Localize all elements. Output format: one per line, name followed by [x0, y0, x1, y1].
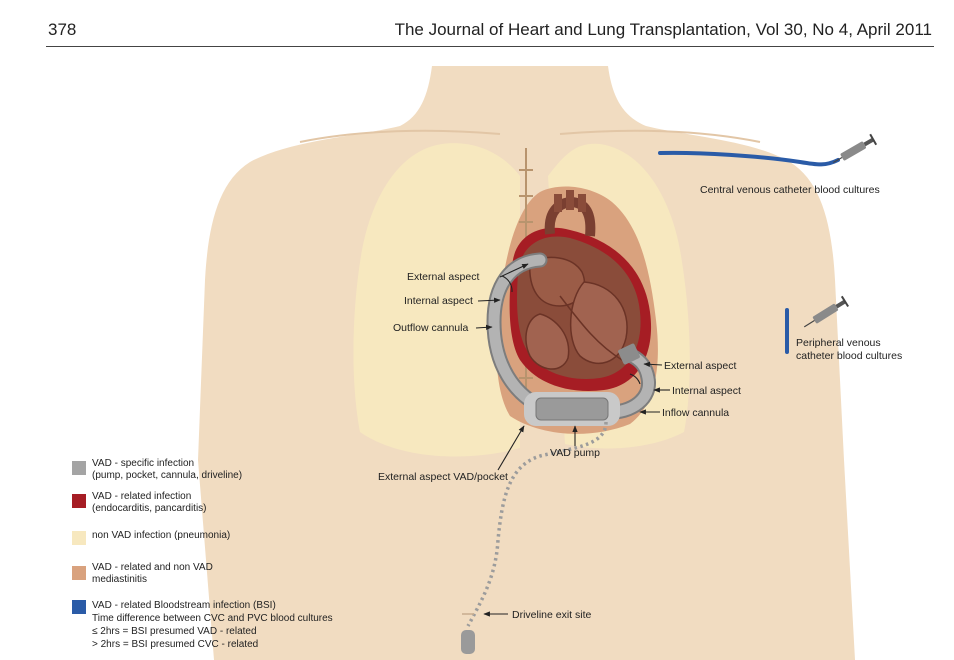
- label-driveline-exit: Driveline exit site: [512, 609, 592, 621]
- legend-text: non VAD infection (pneumonia): [92, 530, 230, 541]
- legend-text: VAD - specific infection: [92, 458, 194, 469]
- label-pocket: External aspect VAD/pocket: [378, 471, 508, 483]
- label-inflow-internal: Internal aspect: [672, 385, 741, 397]
- label-outflow-external: External aspect: [407, 271, 479, 283]
- legend-swatch: [72, 494, 86, 508]
- legend-text: ≤ 2hrs = BSI presumed VAD - related: [92, 626, 257, 637]
- label-outflow-internal: Internal aspect: [404, 295, 473, 307]
- legend-text: (endocarditis, pancarditis): [92, 503, 207, 514]
- legend-text: > 2hrs = BSI presumed CVC - related: [92, 639, 258, 650]
- driveline-connector: [461, 630, 475, 654]
- legend-text: (pump, pocket, cannula, driveline): [92, 470, 242, 481]
- label-inflow-cannula: Inflow cannula: [662, 407, 729, 419]
- legend-swatch: [72, 566, 86, 580]
- legend-swatch: [72, 461, 86, 475]
- label-outflow-cannula: Outflow cannula: [393, 322, 468, 334]
- legend-text: Time difference between CVC and PVC bloo…: [92, 613, 333, 624]
- vad-pump-body: [536, 398, 608, 420]
- label-pvc-line1: Peripheral venous: [796, 337, 881, 349]
- label-pvc-line2: catheter blood cultures: [796, 350, 902, 362]
- legend-text: mediastinitis: [92, 574, 147, 585]
- label-inflow-external: External aspect: [664, 360, 736, 372]
- cvc-syringe: [830, 134, 876, 167]
- legend-text: VAD - related and non VAD: [92, 562, 213, 573]
- legend-text: VAD - related infection: [92, 491, 191, 502]
- legend-text: VAD - related Bloodstream infection (BSI…: [92, 600, 276, 611]
- legend-swatch: [72, 600, 86, 614]
- legend-swatch: [72, 531, 86, 545]
- label-cvc: Central venous catheter blood cultures: [700, 184, 880, 196]
- label-vad-pump: VAD pump: [550, 447, 600, 459]
